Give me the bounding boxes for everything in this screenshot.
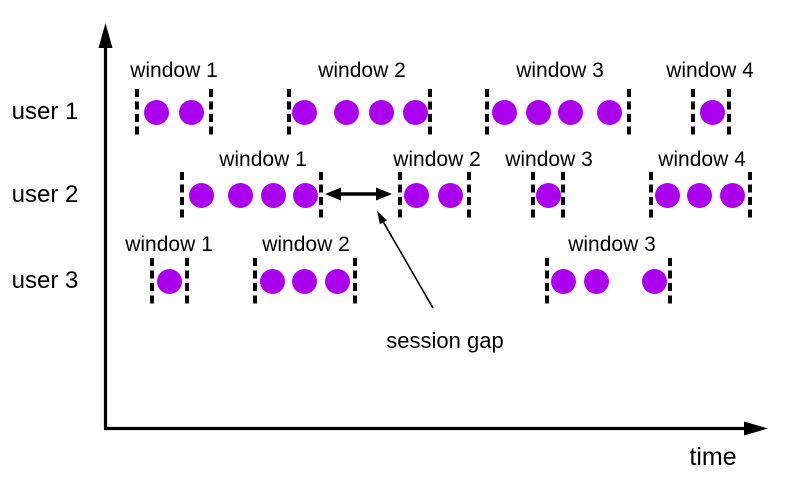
window-end-boundary [627,89,631,135]
window-label: window 2 [262,233,350,256]
window-label: window 1 [130,59,218,82]
event-dot [143,99,169,125]
window-end-boundary [428,89,432,135]
event-dot [292,182,318,208]
window-end-boundary [319,172,323,218]
event-dot [324,268,350,294]
event-dot [260,182,286,208]
window-start-boundary [253,258,257,304]
window-start-boundary [180,172,184,218]
y-axis-arrowhead [98,23,113,48]
window-start-boundary [485,89,489,135]
window-end-boundary [353,258,357,304]
window-label: window 4 [666,59,754,82]
window-label: window 1 [125,233,213,256]
user-label-1: user 1 [11,98,79,125]
event-dot [259,268,285,294]
event-dot [188,182,214,208]
window-start-boundary [287,89,291,135]
event-dot [596,99,622,125]
window-end-boundary [209,89,213,135]
window-start-boundary [135,89,139,135]
event-dot [437,182,463,208]
event-dot [583,268,609,294]
window-label: window 2 [318,59,406,82]
window-end-boundary [467,172,471,218]
window-end-boundary [727,89,731,135]
window-label: window 3 [505,148,593,171]
event-dot [699,99,725,125]
user-label-3: user 3 [11,267,79,294]
window-label: window 1 [219,148,307,171]
event-dot [402,99,428,125]
window-label: window 2 [393,148,481,171]
event-dot [368,99,394,125]
session-gap-pointer-arrow [377,211,434,309]
event-dot [291,99,317,125]
window-end-boundary [748,172,752,218]
window-end-boundary [185,258,189,304]
event-dot [686,182,712,208]
x-axis-arrowhead [744,421,768,436]
window-end-boundary [561,172,565,218]
window-start-boundary [150,258,154,304]
window-start-boundary [545,258,549,304]
session-gap-label: session gap [386,328,504,353]
event-dot [641,268,667,294]
event-dot [227,182,253,208]
event-dot [654,182,680,208]
event-dot [535,182,561,208]
event-dot [550,268,576,294]
event-dot [178,99,204,125]
window-start-boundary [649,172,653,218]
window-start-boundary [691,89,695,135]
event-dot [403,182,429,208]
window-label: window 3 [516,59,604,82]
session-gap-double-arrow [325,187,392,201]
event-dot [525,99,551,125]
event-dot [557,99,583,125]
event-dot [291,268,317,294]
event-dot [333,99,359,125]
window-start-boundary [531,172,535,218]
window-label: window 3 [568,233,656,256]
window-end-boundary [668,258,672,304]
user-label-2: user 2 [11,181,79,208]
event-dot [156,268,182,294]
event-dot [491,99,517,125]
window-start-boundary [398,172,402,218]
x-axis-label: time [689,443,737,471]
window-label: window 4 [658,148,746,171]
event-dot [719,182,745,208]
